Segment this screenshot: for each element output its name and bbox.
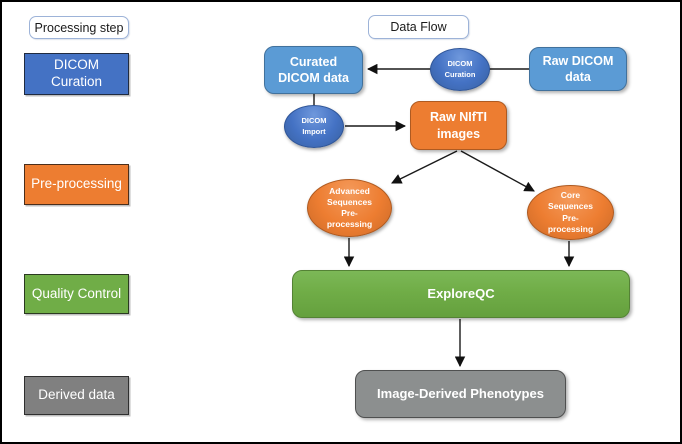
node-raw-dicom-data-text: Raw DICOM data [542,53,614,84]
node-advanced-sequences-preprocessing-text: Advanced Sequences Pre- processing [326,185,373,230]
processing-step-text: Processing step [34,20,124,35]
legend-quality-control: Quality Control [24,274,129,314]
node-exploreqc-text: ExploreQC [427,285,495,301]
data-flow-text: Data Flow [390,20,447,34]
node-dicom-curation-process: DICOM Curation [430,48,490,91]
node-core-sequences-preprocessing-text: Core Sequences Pre- processing [547,190,594,234]
legend-pre-processing-text: Pre-processing [31,176,122,192]
node-raw-nifti-images-text: Raw NIfTI images [430,110,487,141]
legend-pre-processing: Pre-processing [24,164,129,205]
node-advanced-sequences-preprocessing: Advanced Sequences Pre- processing [307,179,392,237]
node-core-sequences-preprocessing: Core Sequences Pre- processing [527,185,614,240]
node-image-derived-phenotypes: Image-Derived Phenotypes [355,370,566,418]
node-raw-nifti-images: Raw NIfTI images [410,101,507,150]
node-dicom-curation-process-text: DICOM Curation [444,59,476,79]
node-dicom-import-process: DICOM Import [284,105,344,148]
legend-quality-control-text: Quality Control [31,285,122,301]
node-image-derived-phenotypes-text: Image-Derived Phenotypes [377,385,544,401]
node-dicom-import-process-text: DICOM Import [301,116,327,136]
legend-derived-data: Derived data [24,376,129,415]
legend-dicom-curation-text: DICOM Curation [50,57,103,89]
data-flow-label: Data Flow [368,15,469,39]
processing-step-label: Processing step [29,16,129,39]
node-raw-dicom-data: Raw DICOM data [529,47,627,91]
node-curated-dicom-data: Curated DICOM data [264,46,363,94]
node-exploreqc: ExploreQC [292,270,630,318]
node-curated-dicom-data-text: Curated DICOM data [278,54,349,85]
legend-derived-data-text: Derived data [38,387,115,403]
legend-dicom-curation: DICOM Curation [24,53,129,95]
